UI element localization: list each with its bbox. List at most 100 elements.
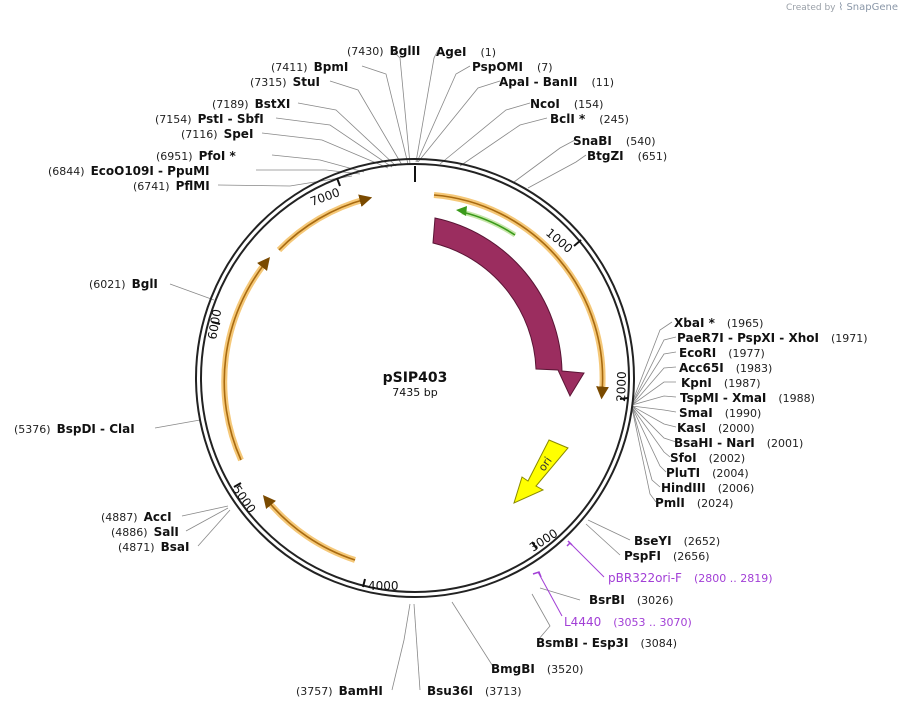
site-name[interactable]: PstI - SbfI [198, 112, 264, 126]
svg-text:BtgZI(651): BtgZI(651) [587, 149, 667, 163]
svg-text:AgeI(1): AgeI(1) [436, 45, 496, 59]
site-pos: (7189) [212, 98, 249, 111]
site-pos: (3757) [296, 685, 333, 698]
svg-text:(7430)BglII: (7430) BglII [347, 44, 420, 58]
site-name[interactable]: BseYI [634, 534, 672, 548]
site-name[interactable]: BglII [390, 44, 421, 58]
site-pos: (7430) [347, 45, 384, 58]
gus-feature[interactable] [432, 217, 585, 398]
site-pos: (1983) [736, 362, 773, 375]
ori-feature[interactable] [513, 439, 569, 504]
site-pos: (1987) [724, 377, 761, 390]
site-name[interactable]: BspDI - ClaI [57, 422, 135, 436]
site-pos: (2000) [718, 422, 755, 435]
snapgene-logo: ⌇ SnapGene [838, 2, 898, 13]
svg-text:(7411)BpmI: (7411) BpmI [271, 60, 348, 74]
svg-text:NcoI(154): NcoI (154) [530, 97, 603, 111]
site-name[interactable]: BclI * [550, 112, 586, 126]
site-name[interactable]: TspMI - XmaI [680, 391, 766, 405]
site-name[interactable]: BamHI [339, 684, 383, 698]
site-name[interactable]: XbaI * [674, 316, 716, 330]
svg-text:(3757)BamHI: (3757) BamHI [296, 684, 383, 698]
site-name[interactable]: BsaI [161, 540, 190, 554]
site-pos: (4887) [101, 511, 138, 524]
site-name[interactable]: BtgZI [587, 149, 624, 163]
svg-text:(4887)AccI: (4887) AccI [101, 510, 172, 524]
right-site-labels: AgeI(1) PspOMI(7) ApaI - BanII(11) NcoI(… [427, 45, 868, 698]
site-name[interactable]: PluTI [666, 466, 700, 480]
primer-pos: (3053 .. 3070) [613, 616, 692, 629]
svg-text:HindIII(2006): HindIII(2006) [661, 481, 754, 495]
site-pos: (7315) [250, 76, 287, 89]
site-name[interactable]: BsmBI - Esp3I [536, 636, 628, 650]
site-pos: (540) [626, 135, 656, 148]
position-ticks [211, 177, 629, 588]
site-name[interactable]: Acc65I [679, 361, 724, 375]
site-name[interactable]: PaeR7I - PspXI - XhoI [677, 331, 819, 345]
site-pos: (6741) [133, 180, 170, 193]
site-name[interactable]: SmaI [679, 406, 713, 420]
site-name[interactable]: BstXI [255, 97, 291, 111]
svg-text:PmlI(2024): PmlI(2024) [655, 496, 733, 510]
primer-name[interactable]: L4440 [564, 615, 601, 629]
plasmid-size: 7435 bp [392, 386, 437, 399]
svg-text:(6951)PfoI *: (6951)PfoI * [156, 149, 236, 163]
site-name[interactable]: Bsu36I [427, 684, 473, 698]
site-name[interactable]: PflMI [176, 179, 210, 193]
svg-text:KpnI(1987): KpnI (1987) [681, 376, 760, 390]
site-pos: (2004) [712, 467, 749, 480]
watermark-prefix: Created by [785, 3, 836, 13]
svg-text:(7116)SpeI: (7116)SpeI [181, 127, 253, 141]
site-name[interactable]: ApaI - BanII [499, 75, 578, 89]
site-pos: (2652) [684, 535, 721, 548]
site-name[interactable]: SnaBI [573, 134, 612, 148]
site-pos: (3713) [485, 685, 522, 698]
site-name[interactable]: PspOMI [472, 60, 523, 74]
svg-text:SnaBI(540): SnaBI (540) [573, 134, 656, 148]
site-name[interactable]: BmgBI [491, 662, 535, 676]
left-site-labels: (7430) BglII (7411) BpmI (7315) StuI (7189)… [14, 44, 420, 698]
site-pos: (4871) [118, 541, 155, 554]
site-name[interactable]: KasI [677, 421, 706, 435]
svg-text:(6021)BglI: (6021)BglI [89, 277, 158, 291]
site-name[interactable]: EcoRI [679, 346, 716, 360]
site-name[interactable]: NcoI [530, 97, 560, 111]
primer-labels: pBR322ori-F(2800 .. 2819) L4440(3053 .. … [564, 571, 773, 629]
svg-text:BclI *(245): BclI * (245) [550, 112, 629, 126]
svg-text:(4871)BsaI: (4871) BsaI [118, 540, 189, 554]
site-name[interactable]: SfoI [670, 451, 697, 465]
site-name[interactable]: StuI [293, 75, 320, 89]
site-name[interactable]: BsaHI - NarI [674, 436, 755, 450]
site-pos: (154) [574, 98, 604, 111]
site-name[interactable]: AgeI [436, 45, 466, 59]
site-pos: (1965) [727, 317, 764, 330]
site-name[interactable]: EcoO109I - PpuMI [91, 164, 210, 178]
site-name[interactable]: KpnI [681, 376, 712, 390]
svg-text:PluTI(2004): PluTI (2004) [666, 466, 749, 480]
site-name[interactable]: PfoI * [199, 149, 237, 163]
site-name[interactable]: SalI [154, 525, 179, 539]
svg-text:(7154)PstI - SbfI: (7154)PstI - SbfI [155, 112, 264, 126]
svg-text:Acc65I(1983): Acc65I (1983) [679, 361, 772, 375]
tick-label-6000: 6000 [205, 308, 224, 341]
site-name[interactable]: SpeI [224, 127, 254, 141]
site-name[interactable]: BglI [132, 277, 158, 291]
site-pos: (1971) [831, 332, 868, 345]
orf-arcs [221, 192, 609, 563]
site-pos: (245) [599, 113, 629, 126]
site-pos: (4886) [111, 526, 148, 539]
site-pos: (3084) [640, 637, 677, 650]
svg-text:(6844)EcoO109I - PpuMI: (6844)EcoO109I - PpuMI [48, 164, 210, 178]
site-name[interactable]: BpmI [314, 60, 349, 74]
site-pos: (7411) [271, 61, 308, 74]
primer-mark-l4440 [532, 571, 542, 578]
site-name[interactable]: AccI [144, 510, 172, 524]
primer-name[interactable]: pBR322ori-F [608, 571, 682, 585]
site-name[interactable]: BsrBI [589, 593, 625, 607]
svg-text:KasI(2000): KasI (2000) [677, 421, 755, 435]
svg-text:PspOMI(7): PspOMI(7) [472, 60, 553, 74]
site-name[interactable]: HindIII [661, 481, 706, 495]
svg-text:(4886)SalI: (4886) SalI [111, 525, 179, 539]
site-name[interactable]: PmlI [655, 496, 685, 510]
site-name[interactable]: PspFI [624, 549, 661, 563]
